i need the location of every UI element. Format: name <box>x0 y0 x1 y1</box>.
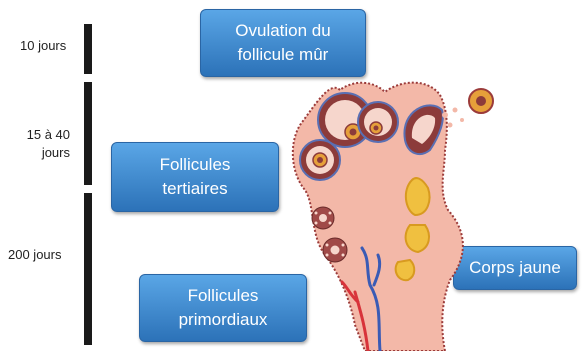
callout-primordiaux-line2: primordiaux <box>179 308 268 332</box>
callout-tertiaires-line1: Follicules <box>160 153 231 177</box>
duration-bar-10-days <box>84 24 92 74</box>
follicle-large-mid <box>358 102 398 142</box>
duration-label-200-days: 200 jours <box>8 246 61 264</box>
duration-label-10-days: 10 jours <box>20 37 66 55</box>
ovary-illustration <box>270 70 560 351</box>
follicle-primordial-2 <box>323 238 347 262</box>
duration-bar-200-days <box>84 193 92 345</box>
follicle-primordial-1 <box>312 207 334 229</box>
callout-ovulation-line1: Ovulation du <box>235 19 330 43</box>
callout-tertiaires-line2: tertiaires <box>160 177 231 201</box>
follicle-tertiary <box>300 140 340 180</box>
callout-follicules-tertiaires: Follicules tertiaires <box>111 142 279 212</box>
duration-label-15-40-days: 15 à 40 jours <box>18 126 70 162</box>
callout-primordiaux-line1: Follicules <box>179 284 268 308</box>
callout-ovulation-line2: follicule mûr <box>235 43 330 67</box>
released-oocyte <box>469 89 493 113</box>
duration-bar-15-40-days <box>84 82 92 185</box>
callout-ovulation: Ovulation du follicule mûr <box>200 9 366 77</box>
